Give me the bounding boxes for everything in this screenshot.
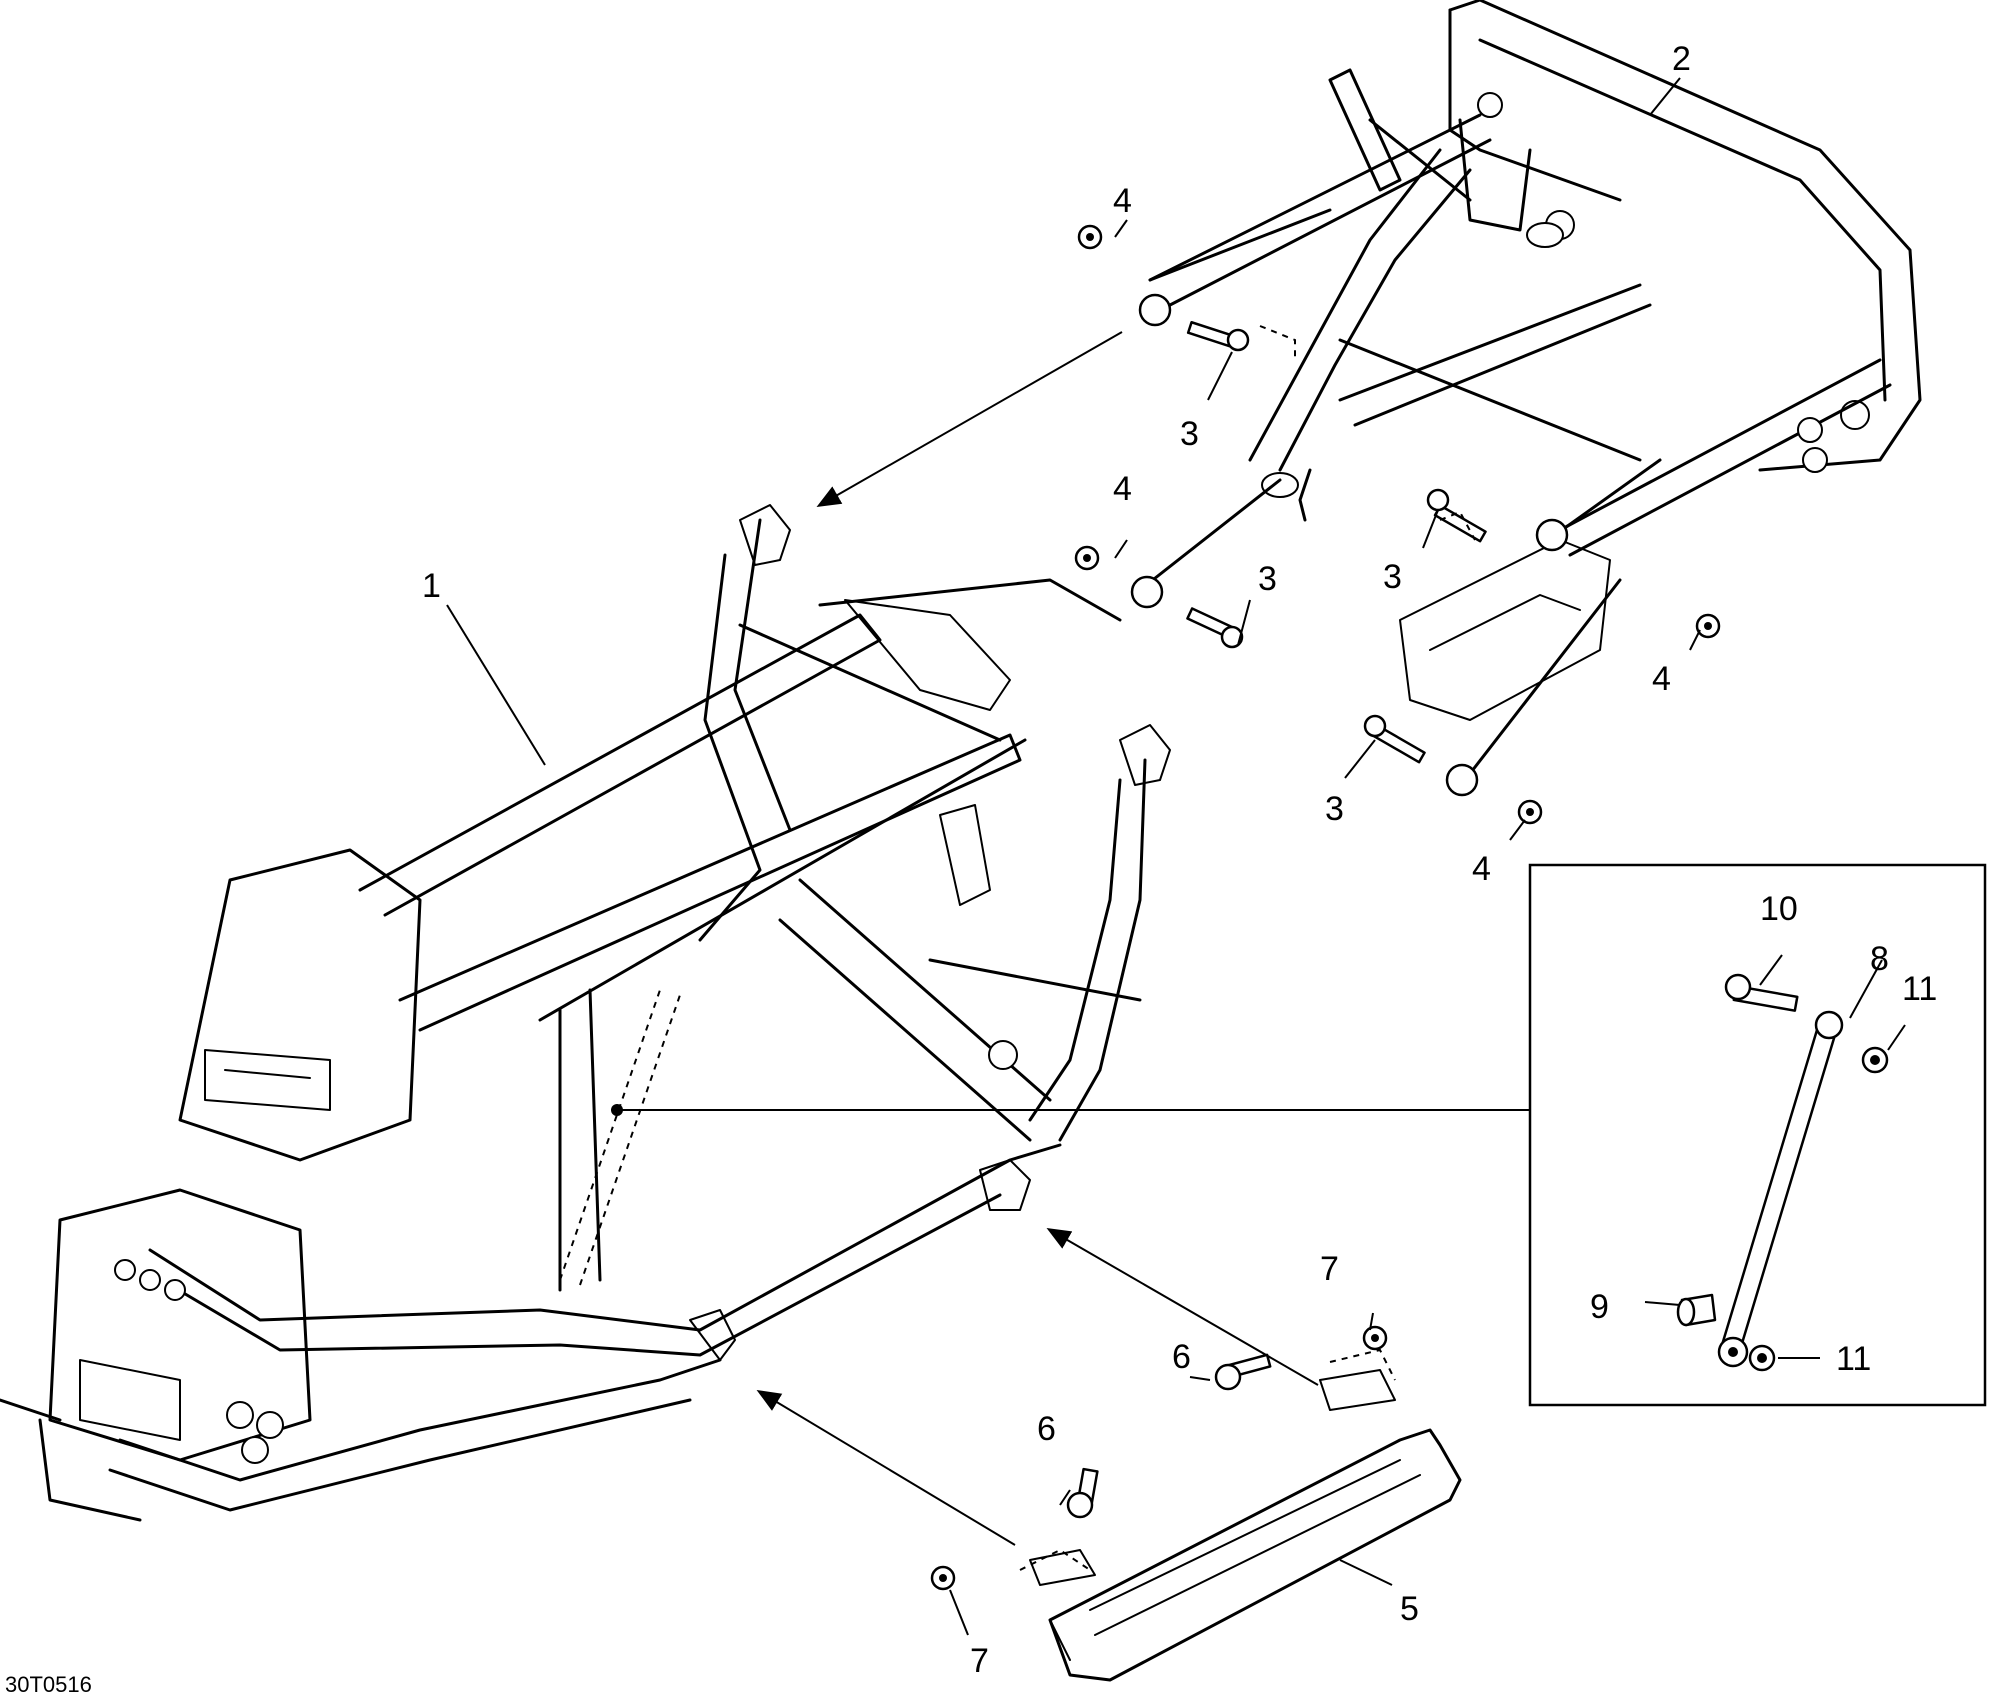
callout-4-a: 4 xyxy=(1113,182,1132,220)
bolt-3b xyxy=(1186,607,1244,649)
callout-1: 1 xyxy=(422,567,441,605)
brace-bolt xyxy=(1724,973,1799,1012)
callout-5: 5 xyxy=(1400,1590,1419,1628)
detail-inset-box xyxy=(1528,863,1987,1407)
nut-7b xyxy=(930,1565,956,1591)
nut-4a xyxy=(1077,224,1103,250)
brace-nut-upper xyxy=(1861,1046,1889,1074)
diagram-code: 30T0516 xyxy=(5,1672,92,1697)
bolt-6a xyxy=(1214,1353,1272,1391)
callout-10: 10 xyxy=(1760,890,1798,928)
callout-9: 9 xyxy=(1590,1288,1609,1326)
callout-4-d: 4 xyxy=(1472,850,1491,888)
callout-6-a: 6 xyxy=(1172,1338,1191,1376)
main-frame xyxy=(0,504,1171,1522)
bolt-3a xyxy=(1186,320,1250,352)
brace-rod xyxy=(1717,1010,1844,1368)
callout-leaders xyxy=(446,77,1906,1636)
rear-subframe xyxy=(1138,0,1922,782)
bolt-3d xyxy=(1363,714,1426,764)
callout-4-b: 4 xyxy=(1113,470,1132,508)
nut-7a xyxy=(1362,1325,1388,1351)
callout-3-a: 3 xyxy=(1180,415,1199,453)
callout-3-b: 3 xyxy=(1258,560,1277,598)
brace-nut-lower xyxy=(1748,1344,1776,1372)
callout-7-a: 7 xyxy=(1320,1250,1339,1288)
callout-2: 2 xyxy=(1672,40,1691,78)
spacer-bushing xyxy=(1676,1293,1717,1327)
callout-3-c: 3 xyxy=(1383,558,1402,596)
callout-7-b: 7 xyxy=(970,1642,989,1680)
footrest xyxy=(1029,1369,1462,1682)
callout-6-b: 6 xyxy=(1037,1410,1056,1448)
assembly-lines xyxy=(559,325,1530,1571)
callout-11-a: 11 xyxy=(1902,970,1937,1008)
callout-8: 8 xyxy=(1870,940,1889,978)
callout-3-d: 3 xyxy=(1325,790,1344,828)
bolt-6b xyxy=(1066,1467,1099,1519)
nut-4c xyxy=(1695,613,1721,639)
callout-11-b: 11 xyxy=(1836,1340,1871,1378)
nut-4b xyxy=(1074,545,1100,571)
nut-4d xyxy=(1517,799,1543,825)
callout-4-c: 4 xyxy=(1652,660,1671,698)
